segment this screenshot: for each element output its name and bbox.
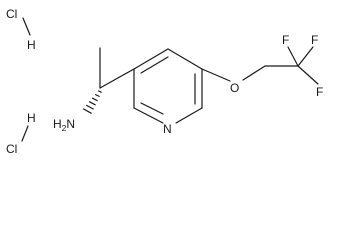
fluorine-atom-top-left: F — [282, 33, 289, 47]
h-cl-bond-bottom — [21, 125, 29, 142]
oxygen-ch2-bond — [242, 65, 266, 81]
cf-bond-top-left — [287, 46, 299, 67]
ring-double-c2-c3 — [140, 56, 169, 74]
fluorine-atom-bottom: F — [316, 85, 323, 99]
ether-oxygen-atom: O — [230, 81, 239, 95]
cf-bond-bottom — [297, 65, 319, 85]
amine-h: H — [53, 117, 62, 131]
chlorine-atom-bottom: Cl — [6, 142, 17, 156]
ring-bond-c2-c3 — [133, 48, 169, 70]
fluorine-atom-top-right: F — [311, 33, 318, 47]
ring-bond-c5-c6 — [175, 107, 203, 124]
ring-double-c6-n1 — [140, 102, 164, 115]
hydrogen-atom-bottom: H — [27, 111, 36, 125]
amine-label: H2N — [53, 117, 75, 133]
ring-oxygen-bond — [201, 68, 231, 82]
amine-group: H2N — [53, 117, 75, 133]
pyridine-ring: N — [133, 48, 203, 136]
chemical-structure: Cl H H Cl H2N N O — [6, 7, 323, 156]
ring-nitrogen-atom: N — [163, 122, 172, 136]
c1-ring-bond — [99, 68, 135, 89]
cf-bond-top-right — [297, 46, 314, 67]
hcl-top: Cl H — [6, 7, 36, 52]
hydrogen-atom-top: H — [27, 38, 36, 52]
h-cl-bond-top — [22, 17, 31, 36]
trifluoromethyl-group: F F F — [282, 33, 323, 99]
amine-n: N — [66, 117, 75, 131]
ring-bond-c3-c4 — [167, 48, 203, 70]
hashed-wedge-bond — [82, 90, 102, 114]
hcl-bottom: H Cl — [6, 111, 36, 156]
chlorine-atom-top: Cl — [6, 7, 17, 21]
ring-bond-c6-n1 — [133, 107, 164, 124]
amine-subscript: 2 — [62, 123, 67, 133]
